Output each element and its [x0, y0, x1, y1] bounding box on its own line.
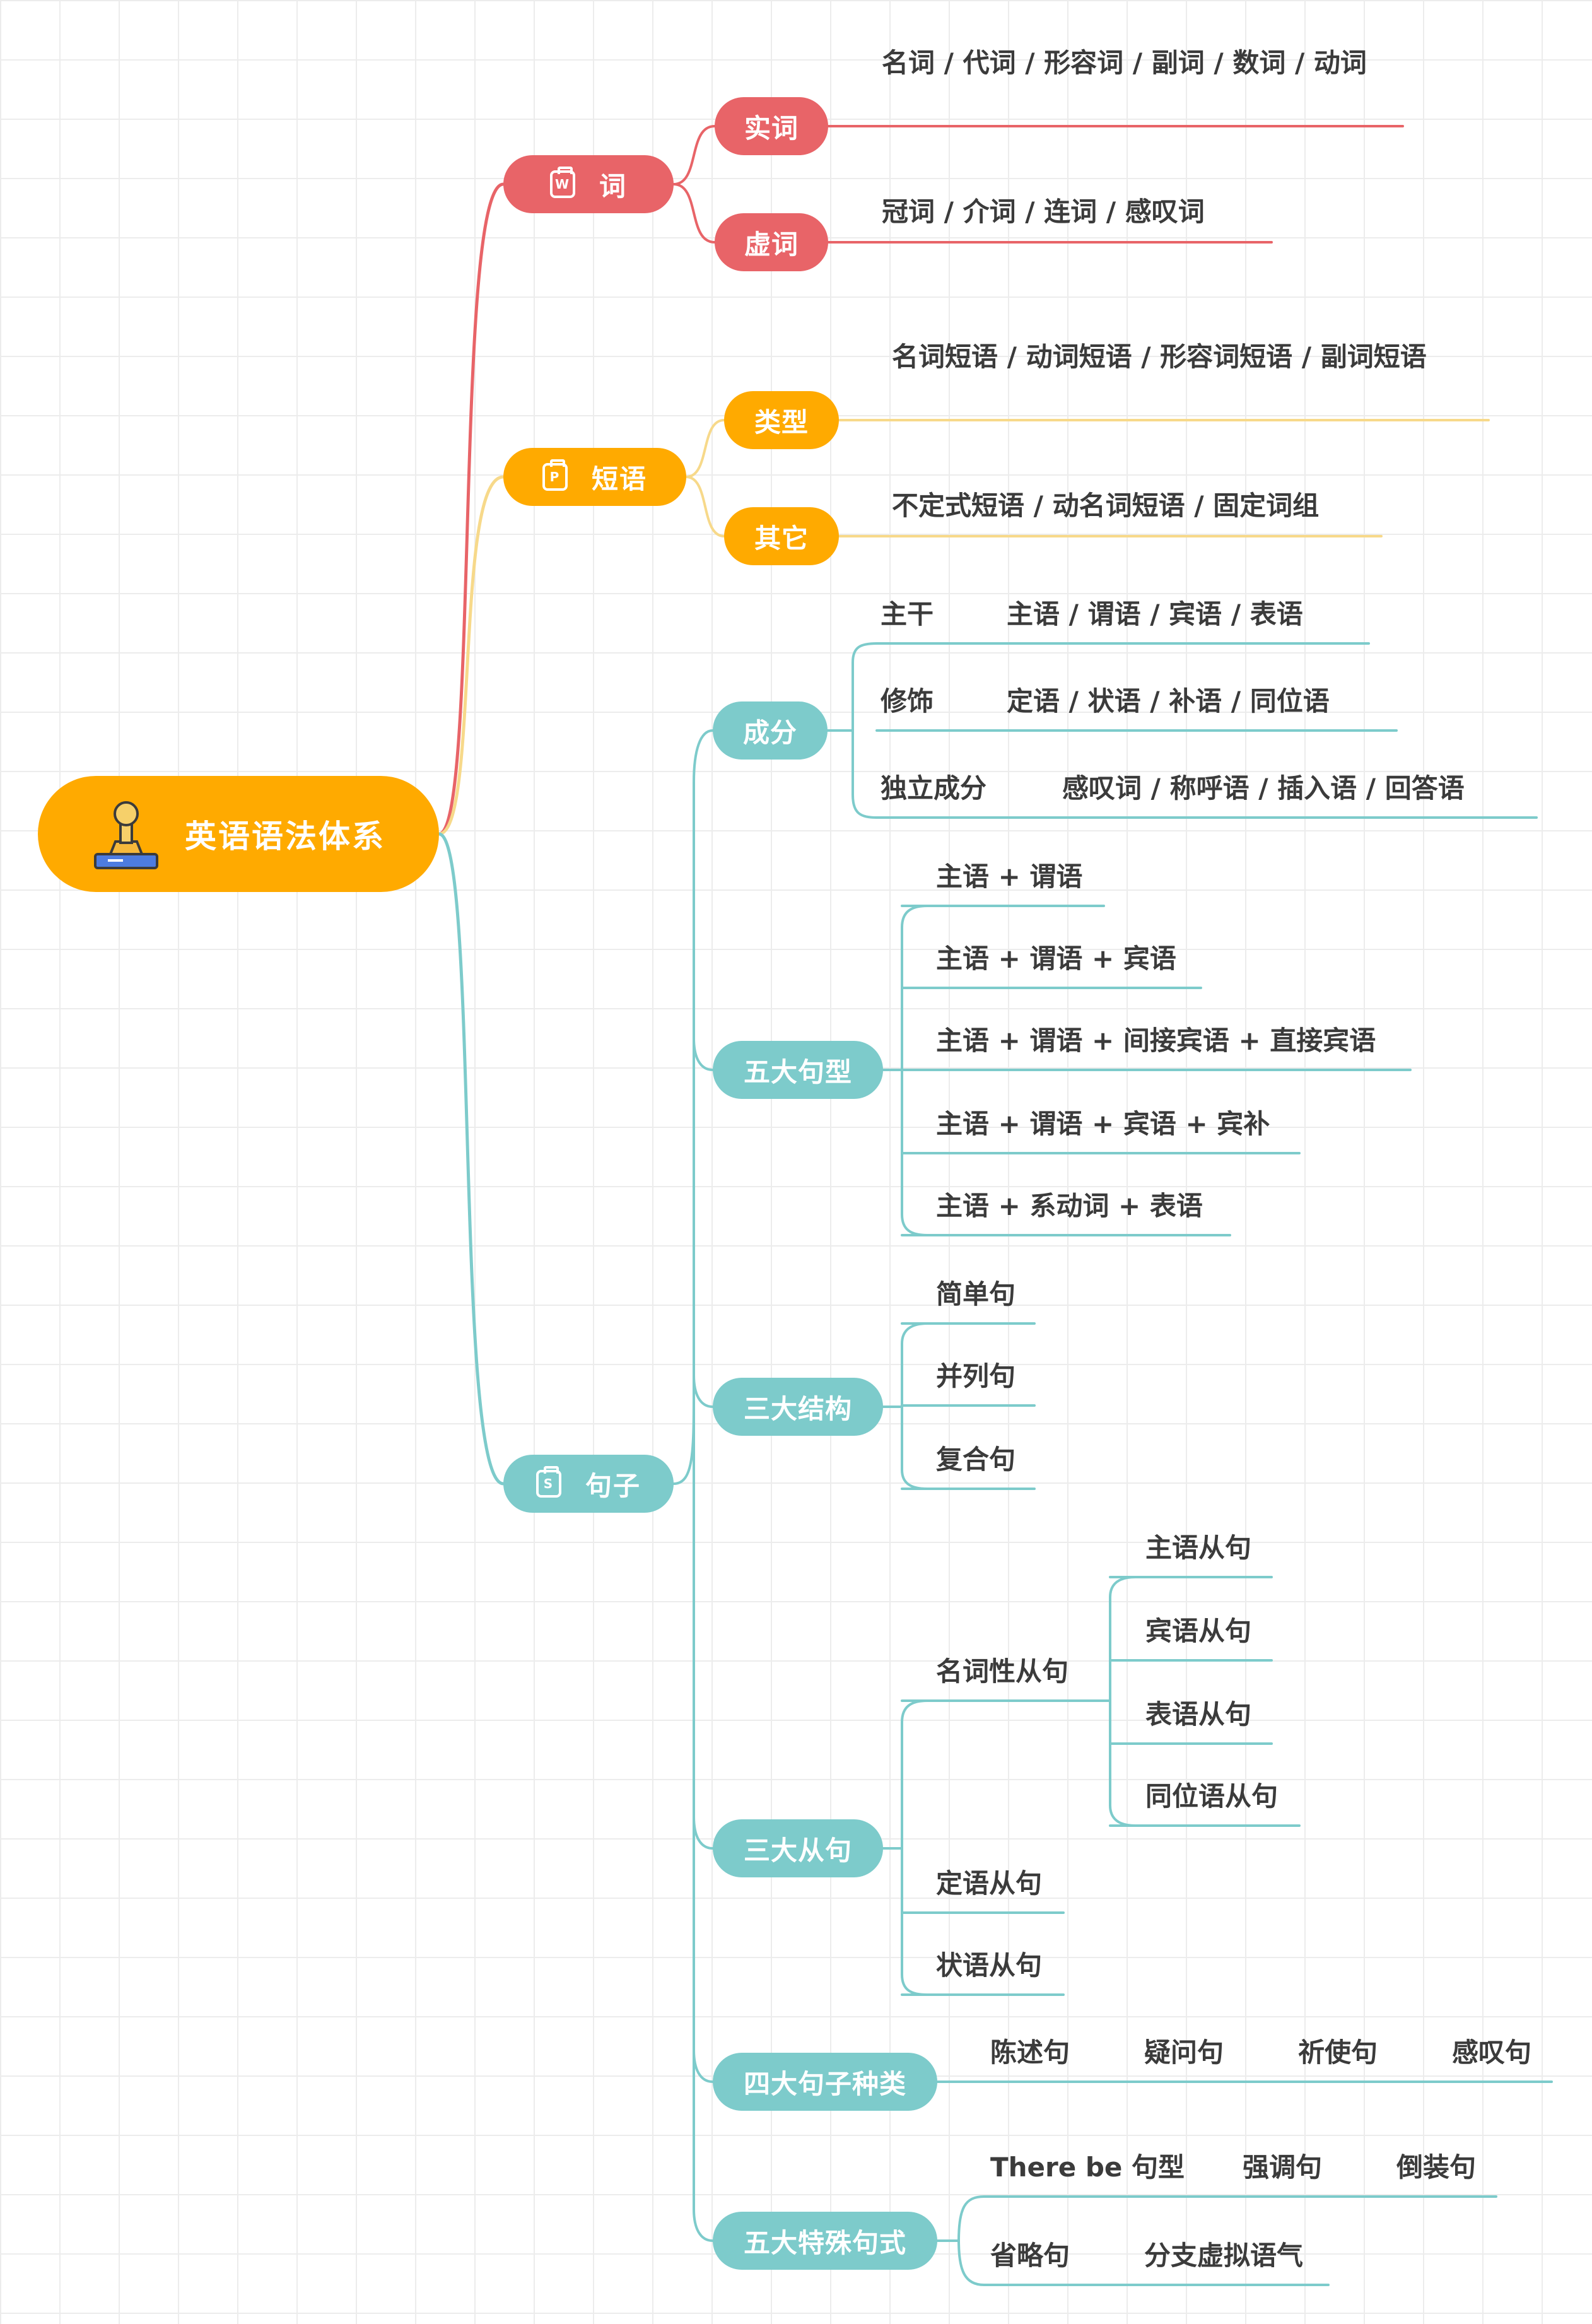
- clauses-label: 三大从句: [743, 1834, 852, 1866]
- phrase-label: 短语: [591, 463, 647, 495]
- content-words-node[interactable]: 实词: [715, 97, 828, 155]
- nominal-clause-item: 表语从句: [1145, 1699, 1252, 1730]
- special-item: 倒装句: [1396, 2152, 1477, 2183]
- connector-line: [1109, 1699, 1137, 1827]
- special-item: 省略句: [990, 2240, 1070, 2271]
- kind-item: 祈使句: [1298, 2037, 1378, 2068]
- structures-label: 三大结构: [743, 1393, 852, 1424]
- components-label: 成分: [742, 717, 797, 748]
- root-label: 英语语法体系: [185, 818, 385, 855]
- kind-item: 疑问句: [1144, 2037, 1224, 2068]
- content-words-label: 实词: [744, 112, 799, 144]
- nominal-clause-title: 名词性从句: [936, 1656, 1069, 1687]
- function-words-node[interactable]: 虚词: [715, 213, 828, 271]
- s-document-icon: S: [536, 1466, 561, 1498]
- w-document-icon: W: [549, 167, 575, 198]
- phrase-node[interactable]: P 短语: [503, 448, 686, 506]
- p-document-icon: P: [542, 459, 568, 491]
- connector-line: [852, 729, 878, 819]
- connector-line: [957, 2239, 985, 2286]
- connector-line: [936, 2195, 985, 2242]
- word-node[interactable]: W 词: [503, 155, 674, 213]
- pattern-item: 主语 + 谓语: [936, 861, 1083, 892]
- patterns-label: 五大句型: [743, 1056, 852, 1088]
- connector-line: [1109, 1576, 1137, 1702]
- structure-item: 复合句: [936, 1444, 1016, 1475]
- stamp-icon: [94, 801, 158, 869]
- modifier-title: 修饰: [881, 686, 934, 717]
- adverbial-clause: 状语从句: [936, 1950, 1043, 1981]
- connector-line: [882, 1322, 928, 1408]
- kind-item: 陈述句: [990, 2037, 1070, 2068]
- attributive-clause: 定语从句: [936, 1868, 1043, 1899]
- content-words-list: 名词 / 代词 / 形容词 / 副词 / 数词 / 动词: [882, 47, 1367, 78]
- independent-items: 感叹词 / 称呼语 / 插入语 / 回答语: [1062, 773, 1465, 804]
- connector-line: [685, 419, 725, 478]
- root-to-phrase: [437, 475, 505, 836]
- special-node[interactable]: 五大特殊句式: [713, 2212, 937, 2270]
- function-words-list: 冠词 / 介词 / 连词 / 感叹词: [882, 196, 1205, 227]
- clauses-node[interactable]: 三大从句: [713, 1819, 883, 1877]
- phrase-other-node[interactable]: 其它: [724, 507, 839, 565]
- components-node[interactable]: 成分: [713, 701, 828, 760]
- structure-item: 简单句: [936, 1279, 1016, 1310]
- connector-line: [685, 476, 725, 537]
- pattern-item: 主语 + 系动词 + 表语: [936, 1190, 1203, 1221]
- root-to-sentence: [437, 832, 505, 1486]
- connector-line: [826, 642, 878, 732]
- connector-line: [693, 1450, 714, 2083]
- special-item: 强调句: [1243, 2152, 1323, 2183]
- connector-line: [693, 1375, 714, 1452]
- independent-title: 独立成分: [881, 773, 987, 804]
- connector-line: [901, 1847, 928, 1996]
- pattern-item: 主语 + 谓语 + 宾语: [936, 943, 1176, 974]
- trunk-title: 主干: [881, 599, 934, 630]
- nominal-clause-item: 宾语从句: [1145, 1616, 1252, 1646]
- connector-line: [672, 183, 716, 244]
- phrase-types-node[interactable]: 类型: [724, 391, 839, 449]
- modifier-items: 定语 / 状语 / 补语 / 同位语: [1007, 686, 1330, 717]
- sentence-label: 句子: [585, 1470, 641, 1501]
- connector-line: [882, 1699, 928, 1850]
- pattern-item: 主语 + 谓语 + 宾语 + 宾补: [936, 1108, 1270, 1139]
- connector-line: [672, 125, 716, 185]
- structure-item: 并列句: [936, 1361, 1016, 1392]
- connector-line: [693, 1038, 714, 1452]
- connector-line: [693, 1450, 714, 2242]
- word-label: 词: [599, 170, 627, 202]
- trunk-items: 主语 / 谓语 / 宾语 / 表语: [1007, 599, 1303, 630]
- phrase-other-label: 其它: [754, 522, 809, 554]
- phrase-types-list: 名词短语 / 动词短语 / 形容词短语 / 副词短语: [892, 341, 1427, 372]
- phrase-other-list: 不定式短语 / 动名词短语 / 固定词组: [892, 490, 1320, 521]
- structures-node[interactable]: 三大结构: [713, 1378, 883, 1436]
- special-item: 分支虚拟语气: [1144, 2240, 1304, 2271]
- nominal-clause-item: 主语从句: [1145, 1532, 1252, 1563]
- kinds-label: 四大句子种类: [743, 2068, 906, 2099]
- special-item: There be 句型: [990, 2152, 1185, 2183]
- kind-item: 感叹句: [1452, 2037, 1532, 2068]
- root-to-word: [437, 182, 505, 836]
- root-node[interactable]: 英语语法体系: [38, 776, 439, 892]
- connector-line: [901, 1406, 928, 1490]
- sentence-node[interactable]: S 句子: [503, 1455, 674, 1513]
- phrase-types-label: 类型: [754, 406, 809, 438]
- nominal-clause-item: 同位语从句: [1145, 1781, 1279, 1812]
- connector-line: [693, 1450, 714, 1850]
- kinds-node[interactable]: 四大句子种类: [713, 2053, 937, 2111]
- pattern-item: 主语 + 谓语 + 间接宾语 + 直接宾语: [936, 1025, 1376, 1056]
- function-words-label: 虚词: [744, 228, 799, 260]
- patterns-node[interactable]: 五大句型: [713, 1041, 883, 1099]
- special-label: 五大特殊句式: [743, 2227, 906, 2258]
